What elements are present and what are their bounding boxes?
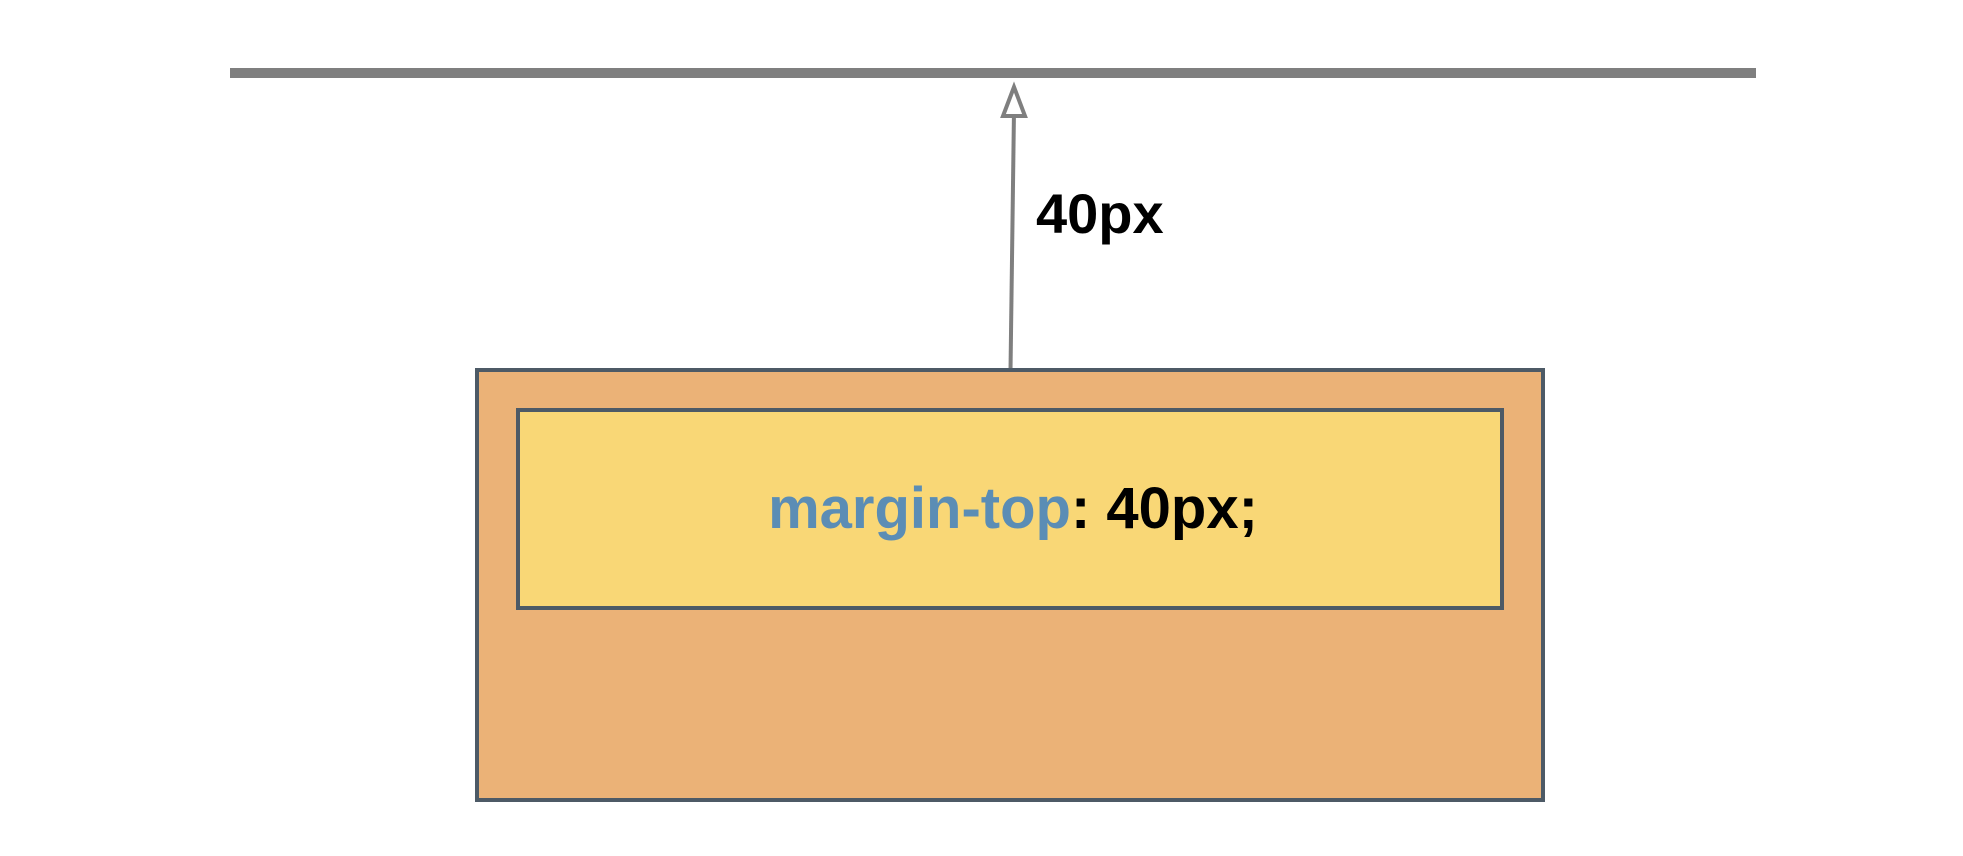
margin-arrow-head-icon	[1000, 81, 1028, 118]
child-box: margin-top: 40px;	[516, 408, 1504, 610]
css-property: margin-top	[768, 476, 1071, 541]
margin-arrow-shaft	[1008, 109, 1016, 409]
reference-top-line	[230, 68, 1756, 78]
css-declaration: margin-top: 40px;	[762, 480, 1258, 538]
css-value: : 40px;	[1070, 476, 1258, 541]
margin-distance-label: 40px	[1036, 182, 1164, 245]
